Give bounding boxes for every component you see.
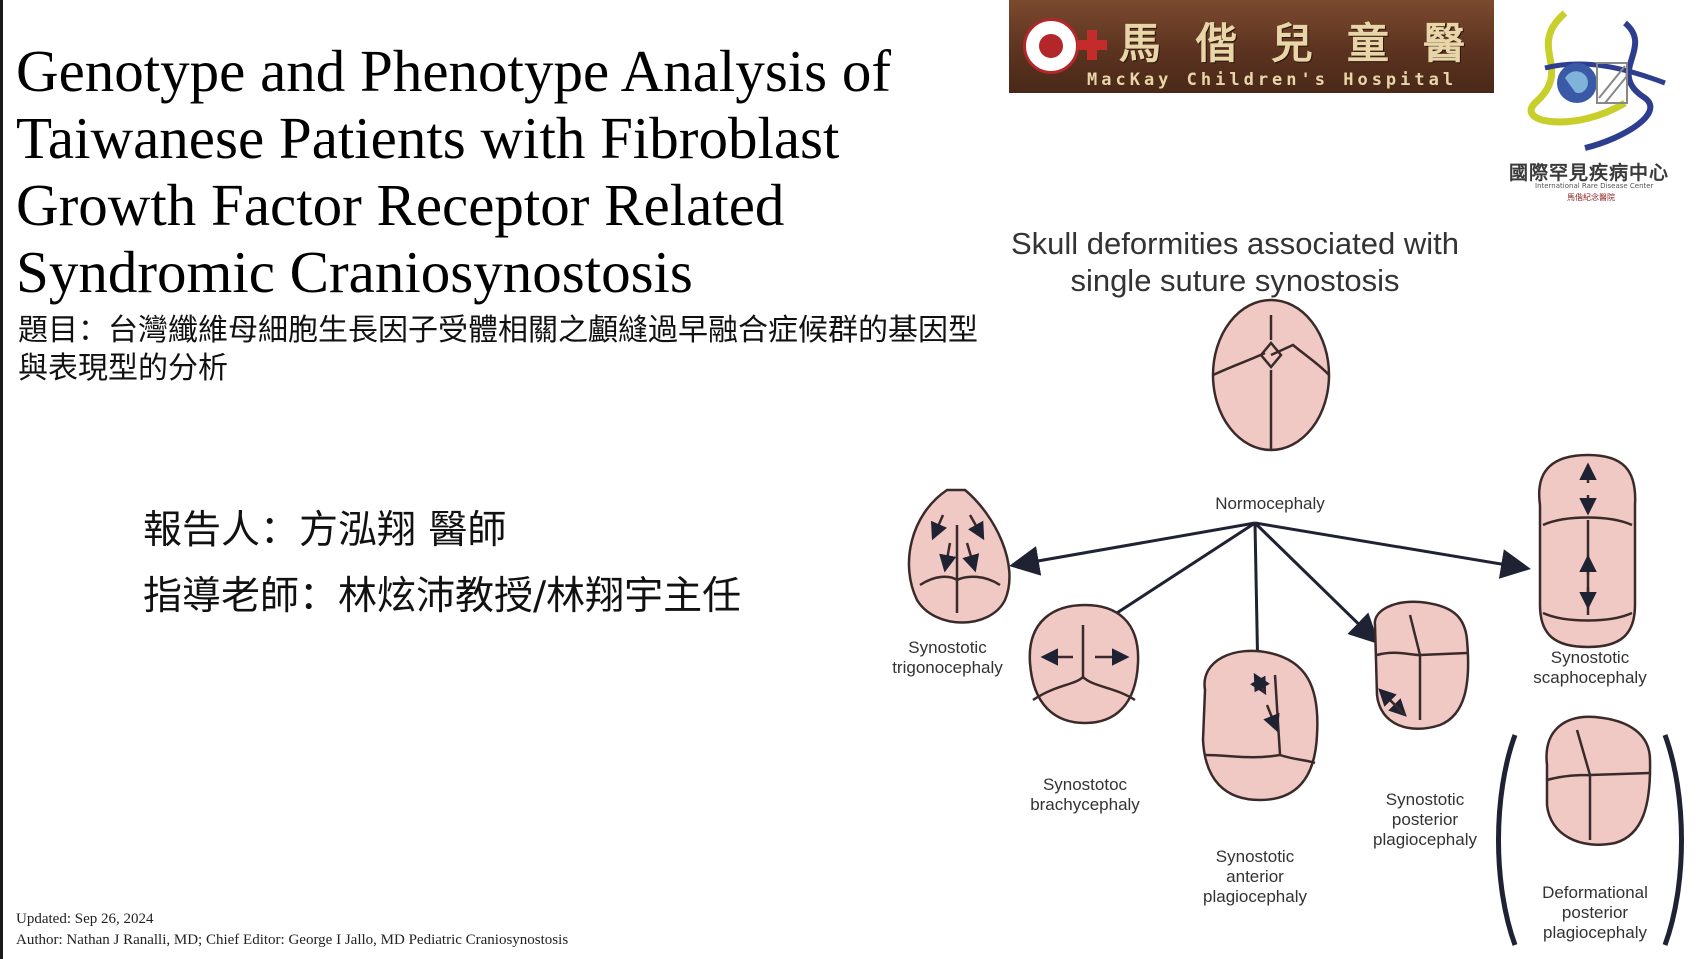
skull-normocephaly bbox=[1211, 298, 1331, 452]
footer-updated-date: Updated: Sep 26, 2024 bbox=[16, 911, 154, 927]
left-parenthesis bbox=[1496, 734, 1518, 946]
center-name-chinese: 國際罕見疾病中心 bbox=[1509, 162, 1670, 184]
skull-brachycephaly bbox=[1028, 603, 1140, 725]
label-deformational-plagiocephaly: Deformational posterior plagiocephaly bbox=[1542, 883, 1648, 942]
label-brachycephaly: Synostotoc brachycephaly bbox=[1030, 775, 1140, 814]
skull-diagram bbox=[907, 298, 1684, 946]
advisor-line: 指導老師：林炫沛教授/林翔宇主任 bbox=[143, 574, 742, 619]
label-normocephaly: Normocephaly bbox=[1215, 494, 1325, 513]
skull-posterior-plagiocephaly bbox=[1373, 600, 1470, 730]
skull-trigonocephaly bbox=[907, 488, 1011, 624]
presenter-line: 報告人：方泓翔 醫師 bbox=[143, 508, 507, 553]
slide-left-border bbox=[0, 0, 3, 959]
dna-helix-icon bbox=[1527, 10, 1666, 151]
figure-title: Skull deformities associated with single… bbox=[1011, 226, 1459, 298]
skull-scaphocephaly bbox=[1537, 453, 1637, 649]
center-affiliation: 馬偕紀念醫院 bbox=[1567, 193, 1615, 202]
skull-deformational-plagiocephaly bbox=[1545, 715, 1652, 846]
hospital-seal-icon bbox=[1023, 18, 1079, 74]
footer-author-credit: Author: Nathan J Ranalli, MD; Chief Edit… bbox=[16, 932, 569, 948]
label-posterior-plagiocephaly: Synostotic posterior plagiocephaly bbox=[1373, 790, 1477, 849]
label-anterior-plagiocephaly: Synostotic anterior plagiocephaly bbox=[1203, 847, 1307, 906]
slide-subtitle-chinese: 題目：台灣纖維母細胞生長因子受體相關之顱縫過早融合症候群的基因型與表現型的分析 bbox=[18, 313, 978, 386]
label-trigonocephaly: Synostotic trigonocephaly bbox=[892, 638, 1003, 677]
hospital-name-english: MacKay Children's Hospital bbox=[1087, 70, 1458, 90]
rare-disease-center-logo: 國際罕見疾病中心 International Rare Disease Cent… bbox=[1505, 8, 1700, 208]
skull-anterior-plagiocephaly bbox=[1201, 649, 1319, 802]
center-name-english: International Rare Disease Center bbox=[1535, 182, 1654, 190]
label-scaphocephaly: Synostotic scaphocephaly bbox=[1533, 648, 1647, 687]
hospital-name-chinese: 馬偕兒童醫院 bbox=[1119, 19, 1494, 68]
mackay-childrens-hospital-logo: 馬偕兒童醫院 MacKay Children's Hospital bbox=[1009, 0, 1494, 93]
right-parenthesis bbox=[1662, 734, 1684, 946]
slide-title: Genotype and Phenotype Analysis of Taiwa… bbox=[16, 38, 892, 305]
skull-deformities-figure: Skull deformities associated with single… bbox=[875, 215, 1705, 955]
